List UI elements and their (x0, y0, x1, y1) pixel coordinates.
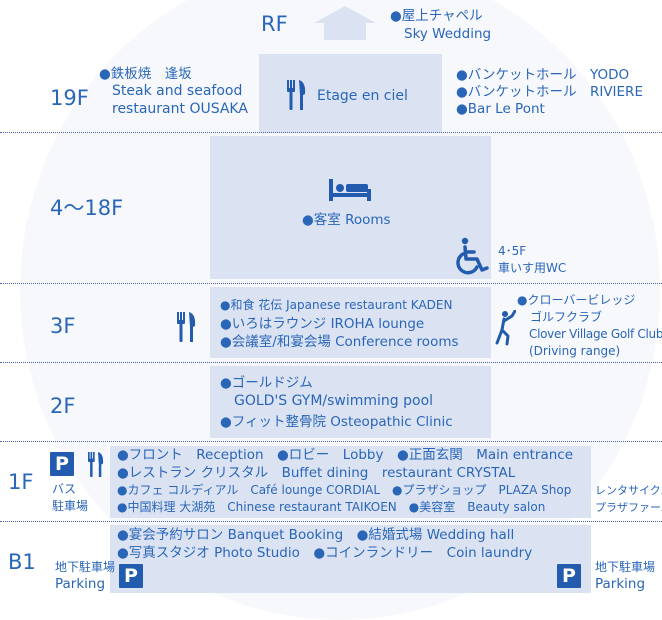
bus-label: バス (52, 482, 77, 496)
separator-3f (0, 362, 662, 363)
golfer-icon (492, 310, 516, 346)
f3-item-1: ●和食 花伝 Japanese restaurant KADEN (220, 298, 453, 312)
floor-label-3f: 3F (50, 314, 76, 338)
golf-driving-range: (Driving range) (529, 344, 621, 358)
floor-3-block (210, 287, 491, 358)
rental-cycle-label: レンタサイクル (595, 484, 662, 497)
wc-label: 車いす用WC (498, 261, 567, 275)
f19-right-2: ●バンケットホール RIVIERE (456, 84, 643, 100)
floor-b1-block (110, 525, 591, 593)
separator-4-18f (0, 283, 662, 284)
parking-icon: P (50, 452, 74, 476)
f19-left-3: restaurant OUSAKA (112, 101, 248, 117)
golf-club-en: Clover Village Golf Club (529, 327, 662, 341)
rf-chapel-en: Sky Wedding (404, 26, 492, 42)
b1-right-parking-en: Parking (595, 576, 646, 592)
floor-label-1f: 1F (8, 470, 34, 494)
f3-item-3: ●会議室/和宴会場 Conference rooms (220, 334, 459, 350)
parking-icon: P (119, 564, 143, 588)
fork-knife-icon (286, 80, 306, 110)
floor-4-18-block (210, 136, 491, 279)
f19-left-1: ●鉄板焼 逢坂 (99, 66, 192, 82)
floor-2-block (210, 366, 491, 438)
f19-right-1: ●バンケットホール YODO (456, 67, 630, 83)
f1-line-1: ●フロント Reception ●ロビー Lobby ●正面玄関 Main en… (117, 447, 574, 463)
golf-club-jp-2: ゴルフクラブ (530, 310, 603, 324)
plaza-farm-label: プラザファーム (595, 501, 662, 514)
floor-label-b1: B1 (8, 550, 36, 574)
fork-knife-icon (176, 312, 196, 342)
b1-line-1: ●宴会予約サロン Banquet Booking ●結婚式場 Wedding h… (117, 527, 515, 543)
rf-chapel-jp: ●屋上チャペル (390, 8, 483, 24)
bed-icon (329, 179, 371, 201)
floor-label-4-18f: 4～18F (50, 196, 124, 220)
wheelchair-icon (455, 237, 489, 275)
f19-center-label: Etage en ciel (317, 88, 408, 104)
f2-item-1: ●ゴールドジム (220, 375, 313, 391)
fork-knife-icon (87, 452, 104, 477)
f2-item-2: GOLD'S GYM/swimming pool (234, 393, 434, 409)
floor-label-19f: 19F (50, 86, 89, 110)
floor-label-rf: RF (261, 12, 288, 36)
f1-line-4: ●中国料理 大湖苑 Chinese restaurant TAIKOEN ●美容… (117, 500, 546, 514)
floor-1-block (110, 446, 591, 518)
b1-right-parking-jp: 地下駐車場 (595, 560, 656, 574)
b1-left-parking-jp: 地下駐車場 (55, 560, 116, 574)
rooms-label: ●客室 Rooms (302, 212, 391, 228)
parking-icon: P (557, 564, 581, 588)
house-roof-icon (314, 6, 376, 40)
f19-left-2: Steak and seafood (112, 83, 243, 99)
f3-item-2: ●いろはラウンジ IROHA lounge (220, 316, 425, 332)
golf-club-jp-1: ●クローバービレッジ (517, 293, 636, 307)
floor-label-2f: 2F (50, 394, 76, 418)
bus-parking-label: 駐車場 (52, 499, 89, 513)
f19-right-3: ●Bar Le Pont (456, 101, 545, 117)
separator-2f (0, 441, 662, 442)
b1-left-parking-en: Parking (55, 576, 106, 592)
f1-line-3: ●カフェ コルディアル Café lounge CORDIAL ●プラザショップ… (117, 483, 572, 497)
wc-floor-label: 4･5F (498, 244, 527, 258)
f2-item-3: ●フィット整骨院 Osteopathic Clinic (220, 414, 453, 430)
separator-1f (0, 521, 662, 522)
separator-19f (0, 132, 662, 133)
b1-line-2: ●写真スタジオ Photo Studio ●コインランドリー Coin laun… (117, 545, 533, 561)
f1-line-2: ●レストラン クリスタル Buffet dining restaurant CR… (117, 465, 516, 481)
